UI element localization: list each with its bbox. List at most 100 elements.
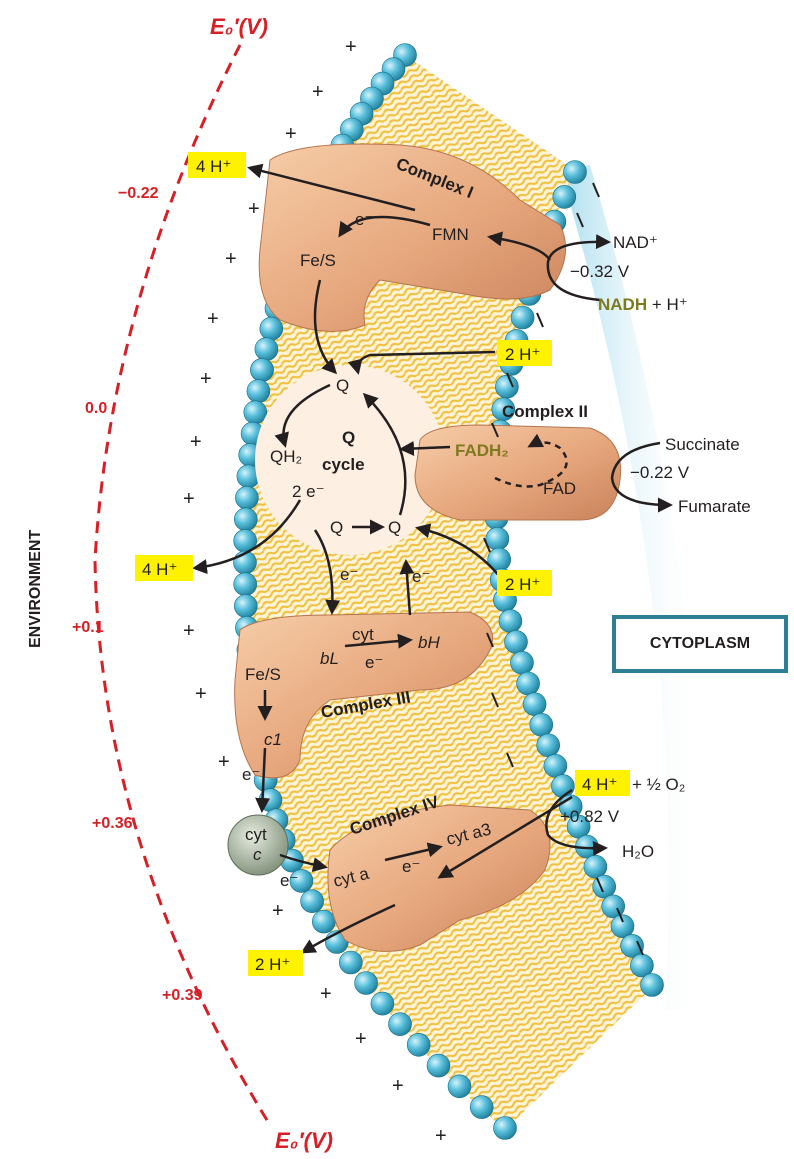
lipid-head-group [247, 380, 270, 403]
lipid-head-group [553, 185, 576, 208]
q-cycle-title-2: cycle [322, 455, 365, 474]
water-label: H₂O [622, 842, 654, 861]
lipid-head-group [389, 1013, 412, 1036]
nadh-suffix: + H⁺ [647, 295, 688, 314]
lipid-head-group [495, 375, 518, 398]
two-electrons-label: 2 e⁻ [292, 482, 325, 501]
c4-h-in: 4 H⁺ [582, 775, 617, 794]
plus-sign: + [312, 81, 324, 103]
q-h-in-bottom: 2 H⁺ [505, 575, 540, 594]
lipid-head-group [602, 895, 625, 918]
plus-sign: + [225, 248, 237, 270]
cytc-electron: e⁻ [280, 871, 298, 890]
c3-fes-label: Fe/S [245, 665, 281, 684]
plus-sign: + [285, 123, 297, 145]
lipid-head-group [511, 306, 534, 329]
lipid-head-group [537, 734, 560, 757]
complex-2-name: Complex II [502, 402, 588, 421]
succinate-label: Succinate [665, 435, 740, 454]
c3-electron-out: e⁻ [242, 765, 260, 784]
lipid-head-group [486, 527, 509, 550]
lipid-head-group [234, 573, 257, 596]
lipid-head-group [530, 713, 553, 736]
lipid-head-group [244, 401, 267, 424]
c2-potential: −0.22 V [630, 463, 690, 482]
complex-2-shape [415, 425, 621, 520]
c1-electron: e⁻ [355, 210, 373, 229]
c1-proton-out: 4 H⁺ [196, 157, 231, 176]
plus-sign: + [207, 308, 219, 330]
fad-label: FAD [543, 479, 576, 498]
lipid-head-group [494, 1117, 517, 1140]
fadh2-label: FADH₂ [455, 441, 509, 460]
lipid-head-group [260, 317, 283, 340]
lipid-head-group [544, 754, 567, 777]
axis-tick-1: −0.22 [118, 185, 159, 202]
bh-label: bH [418, 633, 440, 652]
qh2-label: QH₂ [270, 447, 302, 466]
plus-sign: + [183, 620, 195, 642]
lipid-head-group [235, 486, 258, 509]
axis-title-bottom: E₀′(V) [275, 1128, 333, 1153]
q-electron-left: e⁻ [340, 565, 358, 584]
plus-sign: + [200, 368, 212, 390]
cytc-line-2: c [253, 845, 262, 864]
lipid-head-group [470, 1096, 493, 1119]
plus-sign: + [248, 198, 260, 220]
lipid-head-group [505, 630, 528, 653]
lipid-head-group [407, 1033, 430, 1056]
q-top-label: Q [336, 376, 349, 395]
q-h-out: 4 H⁺ [142, 560, 177, 579]
lipid-head-group [511, 651, 534, 674]
q-left-label: Q [330, 518, 343, 537]
lipid-head-group [234, 595, 257, 618]
plus-sign: + [355, 1028, 367, 1050]
lipid-head-group [641, 974, 664, 997]
minus-sign [537, 313, 543, 327]
lipid-head-group [339, 951, 362, 974]
cytoplasm-label: CYTOPLASM [612, 615, 788, 673]
lipid-head-group [523, 693, 546, 716]
plus-sign: + [195, 683, 207, 705]
c3-cyt-label: cyt [352, 625, 374, 644]
lipid-head-group [551, 775, 574, 798]
lipid-head-group [584, 855, 607, 878]
axis-tick-3: +0.1 [72, 619, 104, 636]
lipid-head-group [312, 910, 335, 933]
plus-sign: + [183, 488, 195, 510]
axis-tick-5: +0.39 [162, 987, 203, 1004]
lipid-head-group [301, 890, 324, 913]
q-h-in-top: 2 H⁺ [505, 345, 540, 364]
plus-sign: + [435, 1125, 447, 1147]
fumarate-label: Fumarate [678, 497, 751, 516]
environment-label: ENVIRONMENT [27, 530, 44, 648]
lipid-head-group [564, 161, 587, 184]
plus-sign: + [272, 900, 284, 922]
axis-tick-4: +0.36 [92, 815, 133, 832]
lipid-head-group [355, 972, 378, 995]
plus-sign: + [190, 431, 202, 453]
plus-sign: + [218, 751, 230, 773]
fmn-label: FMN [432, 225, 469, 244]
lipid-head-group [427, 1054, 450, 1077]
c4-h-out: 2 H⁺ [255, 955, 290, 974]
c4-electron: e⁻ [402, 857, 420, 876]
cytc-line-1: cyt [245, 825, 267, 844]
oxygen-label: + ½ O₂ [632, 775, 685, 794]
lipid-head-group [517, 672, 540, 695]
nad-plus-label: NAD⁺ [613, 233, 658, 252]
c4-potential: +0.82 V [560, 807, 620, 826]
plus-sign: + [320, 983, 332, 1005]
c1-cyt-label: c1 [264, 730, 282, 749]
c1-potential: −0.32 V [570, 262, 630, 281]
plus-sign: + [345, 36, 357, 58]
lipid-head-group [251, 359, 274, 382]
q-cycle-title-1: Q [342, 428, 355, 447]
lipid-head-group [448, 1075, 471, 1098]
q-right-label: Q [388, 518, 401, 537]
plus-sign: + [392, 1075, 404, 1097]
lipid-head-group [499, 610, 522, 633]
axis-title-top: E₀′(V) [210, 14, 268, 39]
